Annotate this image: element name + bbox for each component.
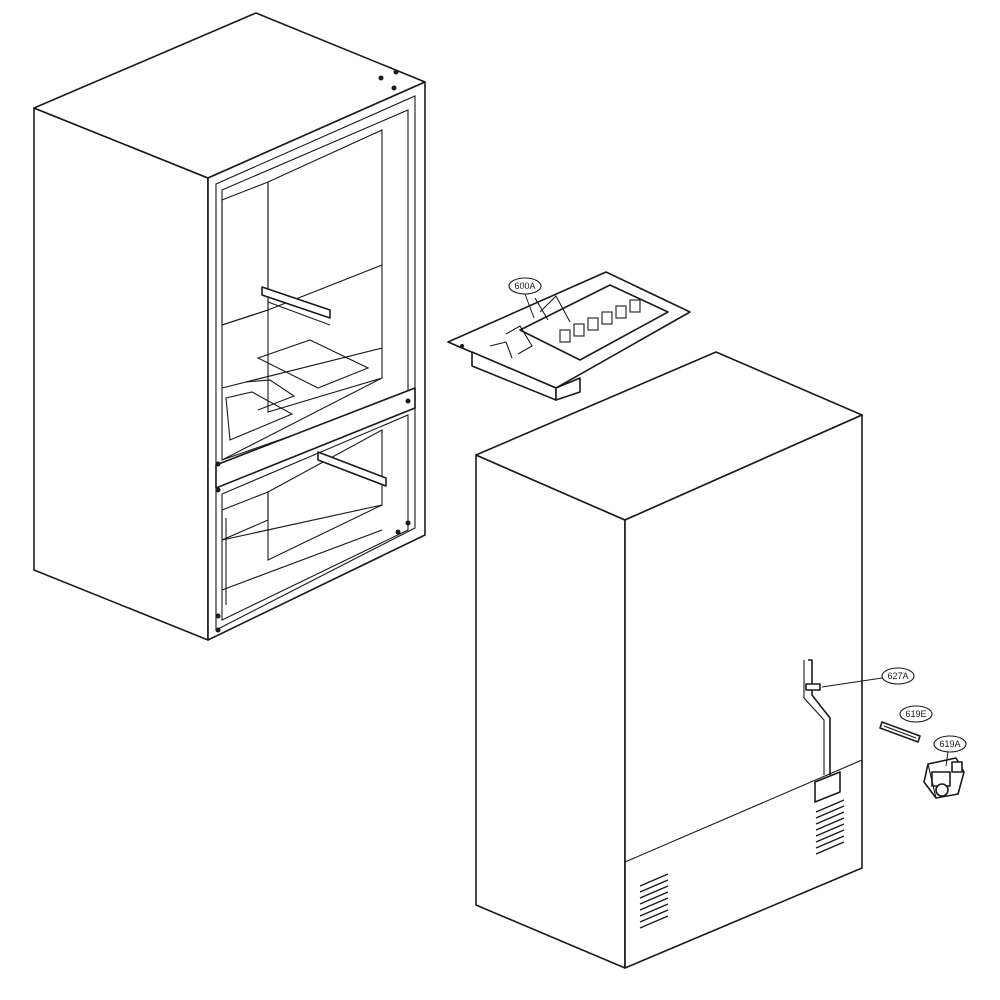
lower-compartment [221,414,409,621]
callout-label-600A: 600A [514,281,535,291]
shelf-rail [261,286,331,319]
bracket-part [879,721,921,743]
callout-627A: 627A [821,667,915,688]
case-back [624,414,863,969]
machine-compartment-edge [624,759,863,863]
cabinet-liner [33,12,426,641]
upper-compartment [221,109,409,461]
center-mullion [215,387,416,489]
callout-619E: 619E [899,705,933,723]
ice-bin-tray [519,284,669,361]
freezer-rail [317,451,387,487]
callout-label-619A: 619A [939,739,960,749]
crisper-floor [256,339,370,389]
water-valve [923,757,965,799]
rear-grille-right [815,799,845,855]
rear-grille-left [639,873,669,929]
water-tube [803,659,831,775]
ice-tray-cups [489,295,641,359]
callout-label-627A: 627A [887,671,908,681]
frame-screw-holes [215,69,411,633]
outer-case [475,351,863,969]
cabinet-front-frame [207,81,426,641]
callout-600A: 600A [508,277,542,319]
access-cutout [814,771,841,803]
case-left-side [475,454,626,969]
cabinet-left-side [33,107,209,641]
callout-label-619E: 619E [905,709,926,719]
ice-bin-assembly [447,271,691,401]
callout-619A: 619A [933,735,967,767]
